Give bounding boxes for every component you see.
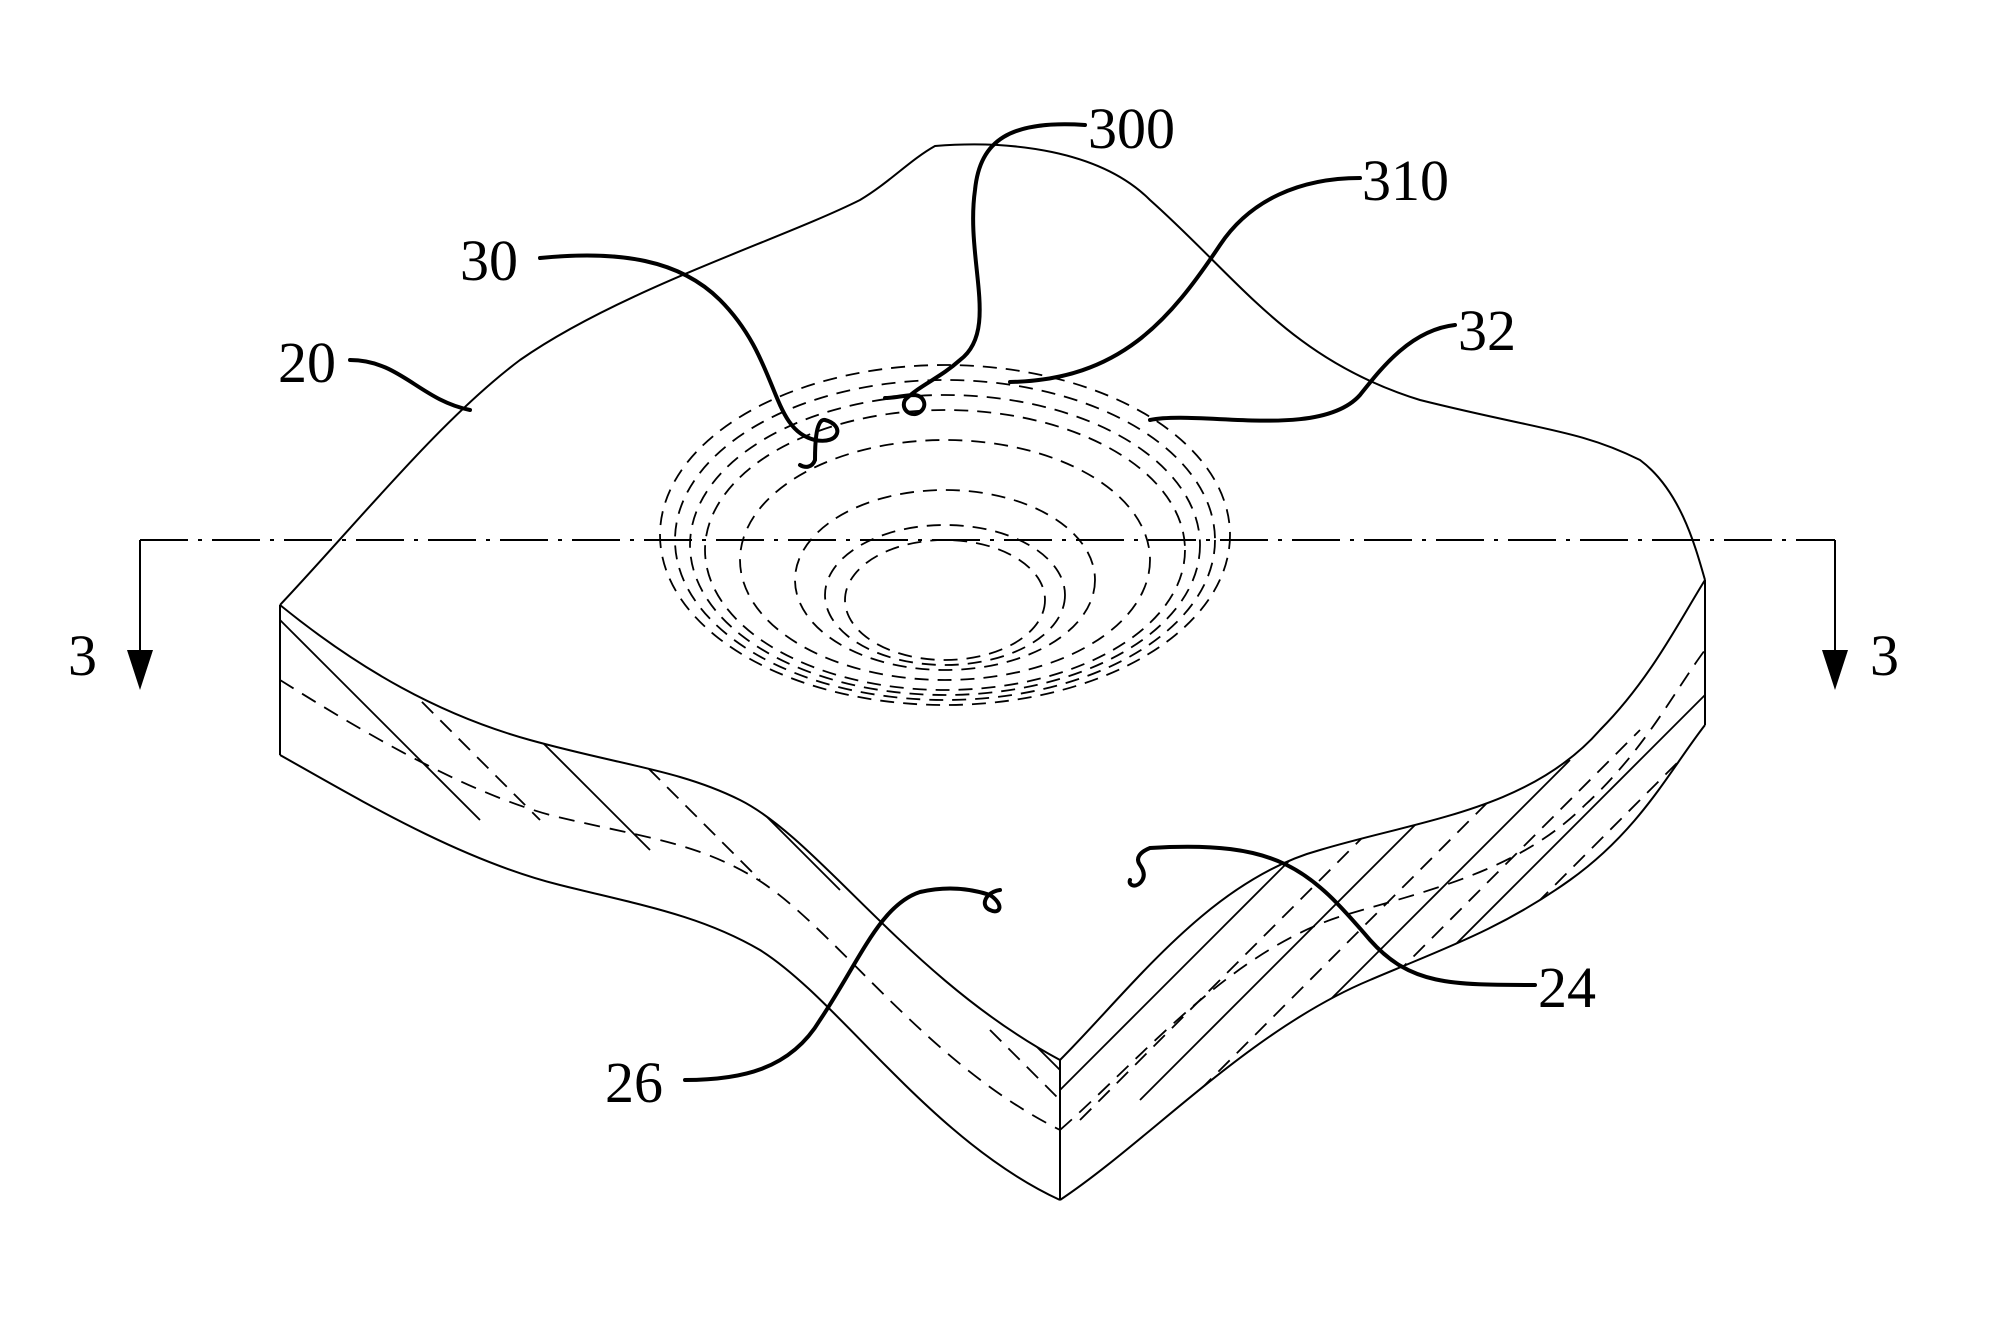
leader-30 xyxy=(540,255,837,466)
reference-labels: 20 30 300 310 32 24 26 xyxy=(278,96,1596,1115)
leader-24 xyxy=(1130,847,1535,985)
ref-label-24: 24 xyxy=(1538,955,1596,1020)
ref-label-26: 26 xyxy=(605,1050,663,1115)
concentric-rings xyxy=(660,365,1230,705)
section-label-left: 3 xyxy=(68,623,97,688)
section-line-3-3: 3 3 xyxy=(68,540,1899,690)
section-label-right: 3 xyxy=(1870,623,1899,688)
left-face-hatching xyxy=(280,610,1060,1130)
ref-label-310: 310 xyxy=(1362,148,1449,213)
ref-label-32: 32 xyxy=(1458,298,1516,363)
section-arrow-left-icon xyxy=(127,650,153,690)
ref-label-20: 20 xyxy=(278,330,336,395)
block-bottom-right-edge xyxy=(1060,725,1705,1200)
ref-label-300: 300 xyxy=(1088,96,1175,161)
ref-label-30: 30 xyxy=(460,228,518,293)
leader-32 xyxy=(1150,325,1455,421)
leader-26 xyxy=(685,889,1000,1080)
leader-310 xyxy=(1010,178,1360,382)
block-top-left-edge xyxy=(280,605,1060,1060)
block-top-right-edge xyxy=(1060,580,1705,1060)
block-top-back-edge xyxy=(280,144,1705,605)
leader-300 xyxy=(885,124,1085,414)
leader-lines xyxy=(350,124,1535,1080)
leader-20 xyxy=(350,360,470,410)
section-arrow-right-icon xyxy=(1822,650,1848,690)
